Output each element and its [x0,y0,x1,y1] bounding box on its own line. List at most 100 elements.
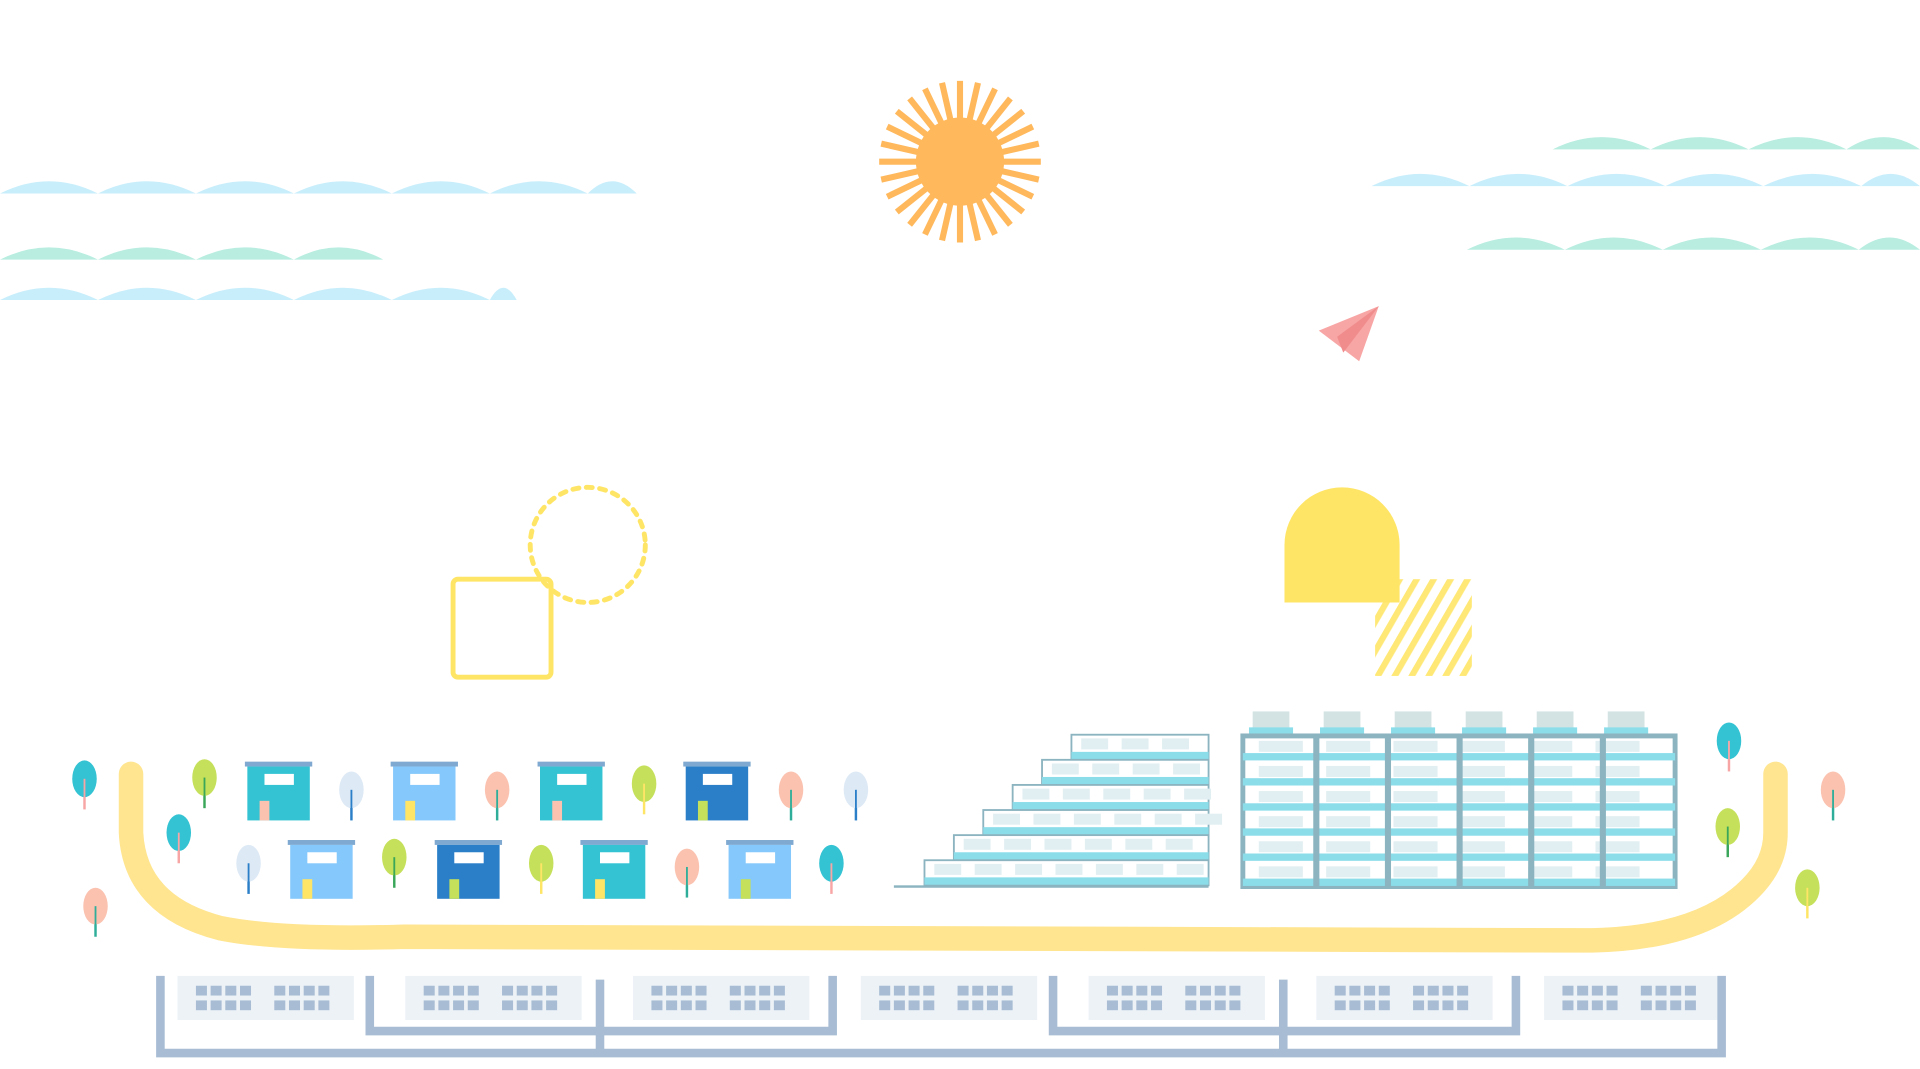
cloud [0,181,637,194]
sun-icon [879,80,1041,243]
panel-window [288,1000,300,1011]
tree-icon [166,814,192,864]
window [1326,816,1371,828]
panel-window [1640,985,1652,996]
clouds [0,137,1920,301]
panel [177,975,354,1021]
panel-window [1684,985,1696,996]
panel-window [1684,1000,1696,1011]
panel-window [195,1000,207,1011]
house-roof [390,761,458,767]
panel-window [438,1000,450,1011]
road [118,761,1788,953]
paper-plane-icon [1318,306,1379,362]
house-window [702,773,733,785]
panel-window [773,1000,785,1011]
panel-window [1121,1000,1133,1011]
rooftop-base [1391,727,1436,736]
panel-window [908,1000,920,1011]
panel-window [1427,1000,1439,1011]
tree-icon [83,887,108,937]
panel-window [531,1000,543,1011]
facility-panel [1544,975,1721,1021]
panel-window [729,1000,741,1011]
panel-window [1670,1000,1682,1011]
facility-panel [1316,975,1493,1021]
cloud [1552,137,1920,150]
house-roof [244,761,313,767]
balcony [1012,802,1209,810]
panel-window [502,985,514,996]
houses [244,761,794,899]
window [1326,791,1371,803]
house-door [740,879,751,899]
cloud [1371,173,1920,187]
tree-icon [819,844,844,894]
tree-icon [631,765,657,815]
panel-window [1136,985,1148,996]
panel-window [759,1000,771,1011]
rooftop-base [1320,727,1365,736]
balcony [1042,776,1209,785]
house-window [557,773,587,785]
panel-window [303,1000,315,1011]
window [974,863,1002,875]
tree-icon [1795,869,1820,919]
panel-window [1442,1000,1454,1011]
panel-window [1151,1000,1163,1011]
rooftop-base [1462,727,1507,736]
house [537,761,605,821]
window [1258,816,1303,828]
rooftop-unit [1252,711,1290,732]
window [1595,791,1640,803]
pipe [156,975,1726,1058]
house [244,761,313,821]
house-door [595,879,605,899]
rooftop-unit [1323,711,1361,732]
panel-window [467,1000,479,1011]
panel-window [546,1000,558,1011]
panel-window [1591,985,1603,996]
panel-window [666,985,678,996]
tree-icon [236,844,261,894]
panel [633,975,810,1021]
panel-window [1214,1000,1226,1011]
sun-core [915,117,1005,206]
house-door [302,879,313,899]
window [1595,841,1640,853]
panel-window [1106,1000,1118,1011]
panel-window [467,985,479,996]
panel-window [893,985,905,996]
window [1051,763,1079,775]
panel-window [546,985,558,996]
rooftop-base [1533,727,1578,736]
house-door [552,800,563,821]
panel-window [423,1000,435,1011]
tree-icon [72,760,97,810]
window [1595,866,1640,878]
balcony [1071,751,1209,760]
facility-panel [405,975,582,1021]
panel-window [453,985,465,996]
panel-window [1001,985,1013,996]
window [1258,740,1303,752]
tree-crown [236,844,261,882]
balcony [953,852,1209,860]
panel-window [225,985,237,996]
rooftop-base [1248,727,1294,736]
window [1393,740,1438,752]
window [1595,740,1640,752]
panel-window [1655,1000,1667,1011]
cloud [0,287,517,301]
house-roof [537,761,605,767]
house-roof [683,761,751,767]
panel-window [1136,1000,1148,1011]
column [1456,735,1463,887]
window [1595,765,1640,777]
tree-icon [382,838,407,888]
panel-window [240,1000,252,1011]
panel-window [1334,985,1346,996]
panel-window [1655,985,1667,996]
trees [72,722,1846,937]
window [1460,740,1505,752]
